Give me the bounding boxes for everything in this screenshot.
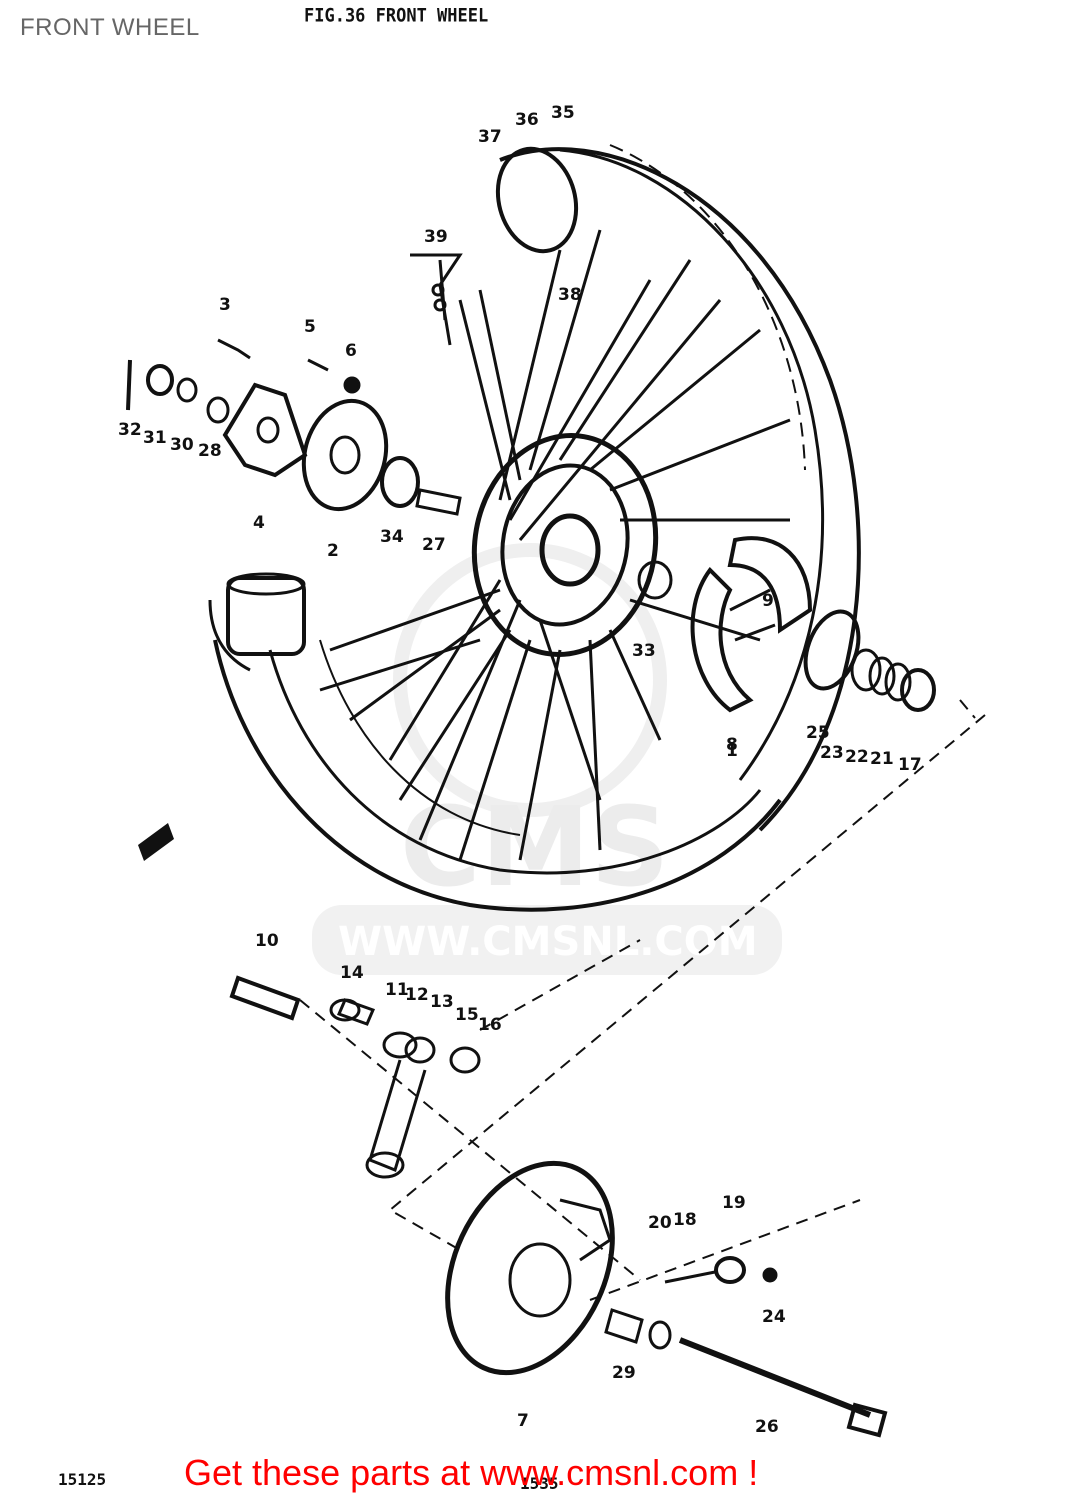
part-label: 27: [422, 535, 446, 555]
part-label: 9: [762, 591, 774, 611]
assembly-guide-lines: [299, 699, 986, 1301]
cta-link[interactable]: Get these parts at www.cmsnl.com !: [184, 1452, 759, 1493]
part-label: 15: [455, 1005, 479, 1025]
part-label: 39: [424, 227, 448, 247]
part-label: 37: [478, 127, 502, 147]
part-label: 13: [430, 992, 454, 1012]
part-label: 28: [198, 441, 222, 461]
part-label: 34: [380, 527, 404, 547]
part-label: 17: [898, 755, 922, 775]
brake-panel-parts: [229, 975, 888, 1438]
part-label: 22: [845, 747, 869, 767]
part-label: 14: [340, 963, 364, 983]
drawing-code-mid: 1535: [520, 1474, 559, 1493]
part-label: 7: [517, 1411, 529, 1431]
brake-shoe-parts: [690, 536, 936, 713]
part-label: 36: [515, 110, 539, 130]
part-label: 5: [304, 317, 316, 337]
part-label: 8: [726, 735, 738, 755]
part-label: 20: [648, 1213, 672, 1233]
wheel-spokes: [319, 229, 791, 861]
front-direction-arrow: [138, 823, 174, 861]
part-label: 16: [478, 1015, 502, 1035]
part-label: 38: [558, 285, 582, 305]
page-title: FRONT WHEEL: [20, 14, 200, 41]
speedometer-gear-parts: [126, 253, 463, 516]
part-label: 32: [118, 420, 142, 440]
part-label: 33: [632, 641, 656, 661]
figure-title: FIG.36 FRONT WHEEL: [304, 5, 489, 27]
part-labels: 1 2 3 4 5 6 7 8 9 10 11 12 13 14 15 16 1…: [118, 103, 922, 1437]
part-label: 11: [385, 980, 409, 1000]
part-label: 10: [255, 931, 279, 951]
part-label: 12: [405, 985, 429, 1005]
part-label: 25: [806, 723, 830, 743]
part-label: 30: [170, 435, 194, 455]
watermark-logo: CMS: [400, 783, 669, 911]
part-label: 4: [253, 513, 265, 533]
part-label: 2: [327, 541, 339, 561]
part-label: 3: [219, 295, 231, 315]
wheel-assembly: [208, 144, 861, 912]
part-label: 19: [722, 1193, 746, 1213]
part-label: 35: [551, 103, 575, 123]
part-label: 6: [345, 341, 357, 361]
part-label: 26: [755, 1417, 779, 1437]
part-label: 1: [726, 741, 738, 761]
part-label: 23: [820, 743, 844, 763]
watermark-text: WWW.CMSNL.COM: [338, 919, 758, 965]
part-label: 24: [762, 1307, 786, 1327]
part-label: 18: [673, 1210, 697, 1230]
part-label: 21: [870, 749, 894, 769]
drawing-code-left: 15125: [58, 1470, 107, 1489]
part-label: 31: [143, 428, 167, 448]
watermark: CMS WWW.CMSNL.COM: [312, 543, 782, 975]
part-label: 29: [612, 1363, 636, 1383]
